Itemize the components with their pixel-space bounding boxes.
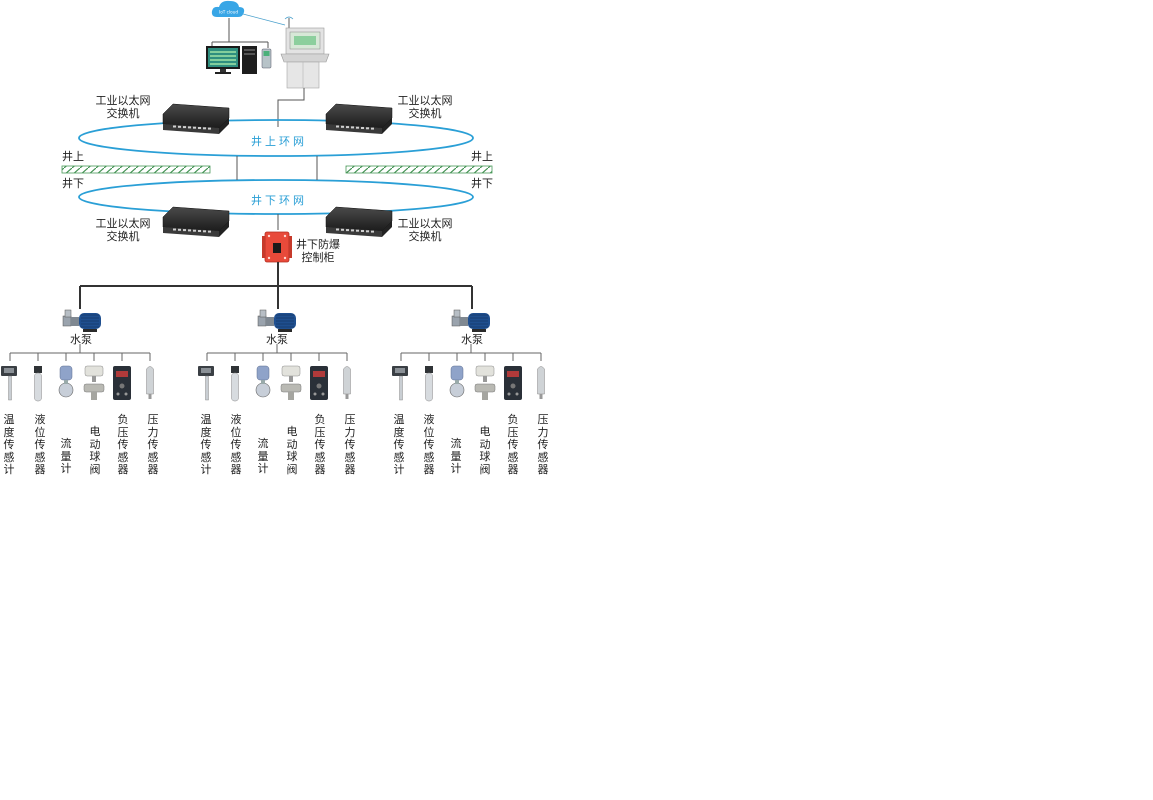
electric-ball-valve-icon-3 (474, 365, 496, 400)
cloud-icon: IoT cloud (211, 0, 245, 17)
temperature-transmitter-icon-3 (392, 366, 408, 401)
sensor-label-g1-pressure: 压力传感器 (147, 413, 159, 476)
above-ground-label-left: 井上 (62, 150, 84, 163)
pump-label-1: 水泵 (70, 333, 92, 346)
pump-label-3: 水泵 (461, 333, 483, 346)
sensor-label-g1-flow: 流量计 (60, 437, 72, 475)
lower-ring-label: 井下环网 (251, 194, 307, 207)
cloud-label: IoT cloud (219, 10, 238, 15)
level-sensor-icon-3 (425, 366, 433, 402)
sensor-label-g3-temperature: 温度传感计 (393, 413, 405, 476)
sensor-label-g2-valve: 电动球阀 (286, 425, 298, 476)
sensor-label-g1-negative-pressure: 负压传感器 (117, 413, 129, 476)
lower-ring-network (78, 179, 474, 215)
water-pump-icon-2 (257, 309, 297, 333)
above-ground-label-right: 井上 (471, 150, 493, 163)
sensor-label-g2-flow: 流量计 (257, 437, 269, 475)
pump-label-2: 水泵 (266, 333, 288, 346)
sensor-label-g3-pressure: 压力传感器 (537, 413, 549, 476)
upper-ring-label: 井上环网 (251, 135, 307, 148)
level-sensor-icon-1 (34, 366, 42, 402)
ground-band-right (345, 165, 493, 174)
cabinet-label: 井下防爆控制柜 (296, 238, 340, 264)
flowmeter-icon-1 (58, 365, 74, 398)
sensor-label-g2-pressure: 压力传感器 (344, 413, 356, 476)
cloud-link (211, 18, 269, 48)
ground-band-left (61, 165, 211, 174)
water-pump-icon-3 (451, 309, 491, 333)
sensor-label-g3-negative-pressure: 负压传感器 (507, 413, 519, 476)
pc-workstation-icon (206, 46, 272, 74)
sensor-label-g3-flow: 流量计 (450, 437, 462, 475)
negative-pressure-sensor-icon-1 (113, 366, 131, 400)
explosion-proof-cabinet-icon (262, 231, 292, 263)
electric-ball-valve-icon-2 (280, 365, 302, 400)
switch-upper-right-icon (325, 103, 393, 135)
pressure-sensor-icon-2 (343, 366, 351, 399)
console-uplink (277, 88, 305, 127)
switch-label-lower-left: 工业以太网交换机 (95, 217, 151, 243)
electric-ball-valve-icon-1 (83, 365, 105, 400)
switch-lower-right-icon (325, 206, 393, 238)
switch-label-upper-right: 工业以太网交换机 (397, 94, 453, 120)
ring-interconnect (236, 156, 318, 180)
flowmeter-icon-3 (449, 365, 465, 398)
upper-ring-network (78, 119, 474, 157)
switch-label-upper-left: 工业以太网交换机 (95, 94, 151, 120)
sensor-label-g2-level: 液位传感器 (230, 413, 242, 476)
pressure-sensor-icon-1 (146, 366, 154, 399)
wireless-link (242, 13, 286, 26)
sensor-tree-2 (206, 352, 348, 362)
sensor-icons (1, 365, 545, 402)
sensor-tree-1 (9, 352, 151, 362)
sensor-label-g1-temperature: 温度传感计 (3, 413, 15, 476)
temperature-transmitter-icon-2 (198, 366, 214, 401)
sensor-label-g1-valve: 电动球阀 (89, 425, 101, 476)
sensor-label-g2-temperature: 温度传感计 (200, 413, 212, 476)
sensor-tree-3 (400, 352, 542, 362)
negative-pressure-sensor-icon-2 (310, 366, 328, 400)
control-console-icon (280, 16, 330, 89)
sensor-label-g1-level: 液位传感器 (34, 413, 46, 476)
below-ground-label-right: 井下 (471, 177, 493, 190)
pressure-sensor-icon-3 (537, 366, 545, 399)
sensor-label-g3-level: 液位传感器 (423, 413, 435, 476)
sensor-label-g3-valve: 电动球阀 (479, 425, 491, 476)
pump-distribution-bus (79, 262, 473, 309)
water-pump-icon-1 (62, 309, 102, 333)
switch-upper-left-icon (162, 103, 230, 135)
temperature-transmitter-icon-1 (1, 366, 17, 401)
negative-pressure-sensor-icon-3 (504, 366, 522, 400)
level-sensor-icon-2 (231, 366, 239, 402)
below-ground-label-left: 井下 (62, 177, 84, 190)
switch-lower-left-icon (162, 206, 230, 238)
sensor-label-g2-negative-pressure: 负压传感器 (314, 413, 326, 476)
switch-label-lower-right: 工业以太网交换机 (397, 217, 453, 243)
flowmeter-icon-2 (255, 365, 271, 398)
